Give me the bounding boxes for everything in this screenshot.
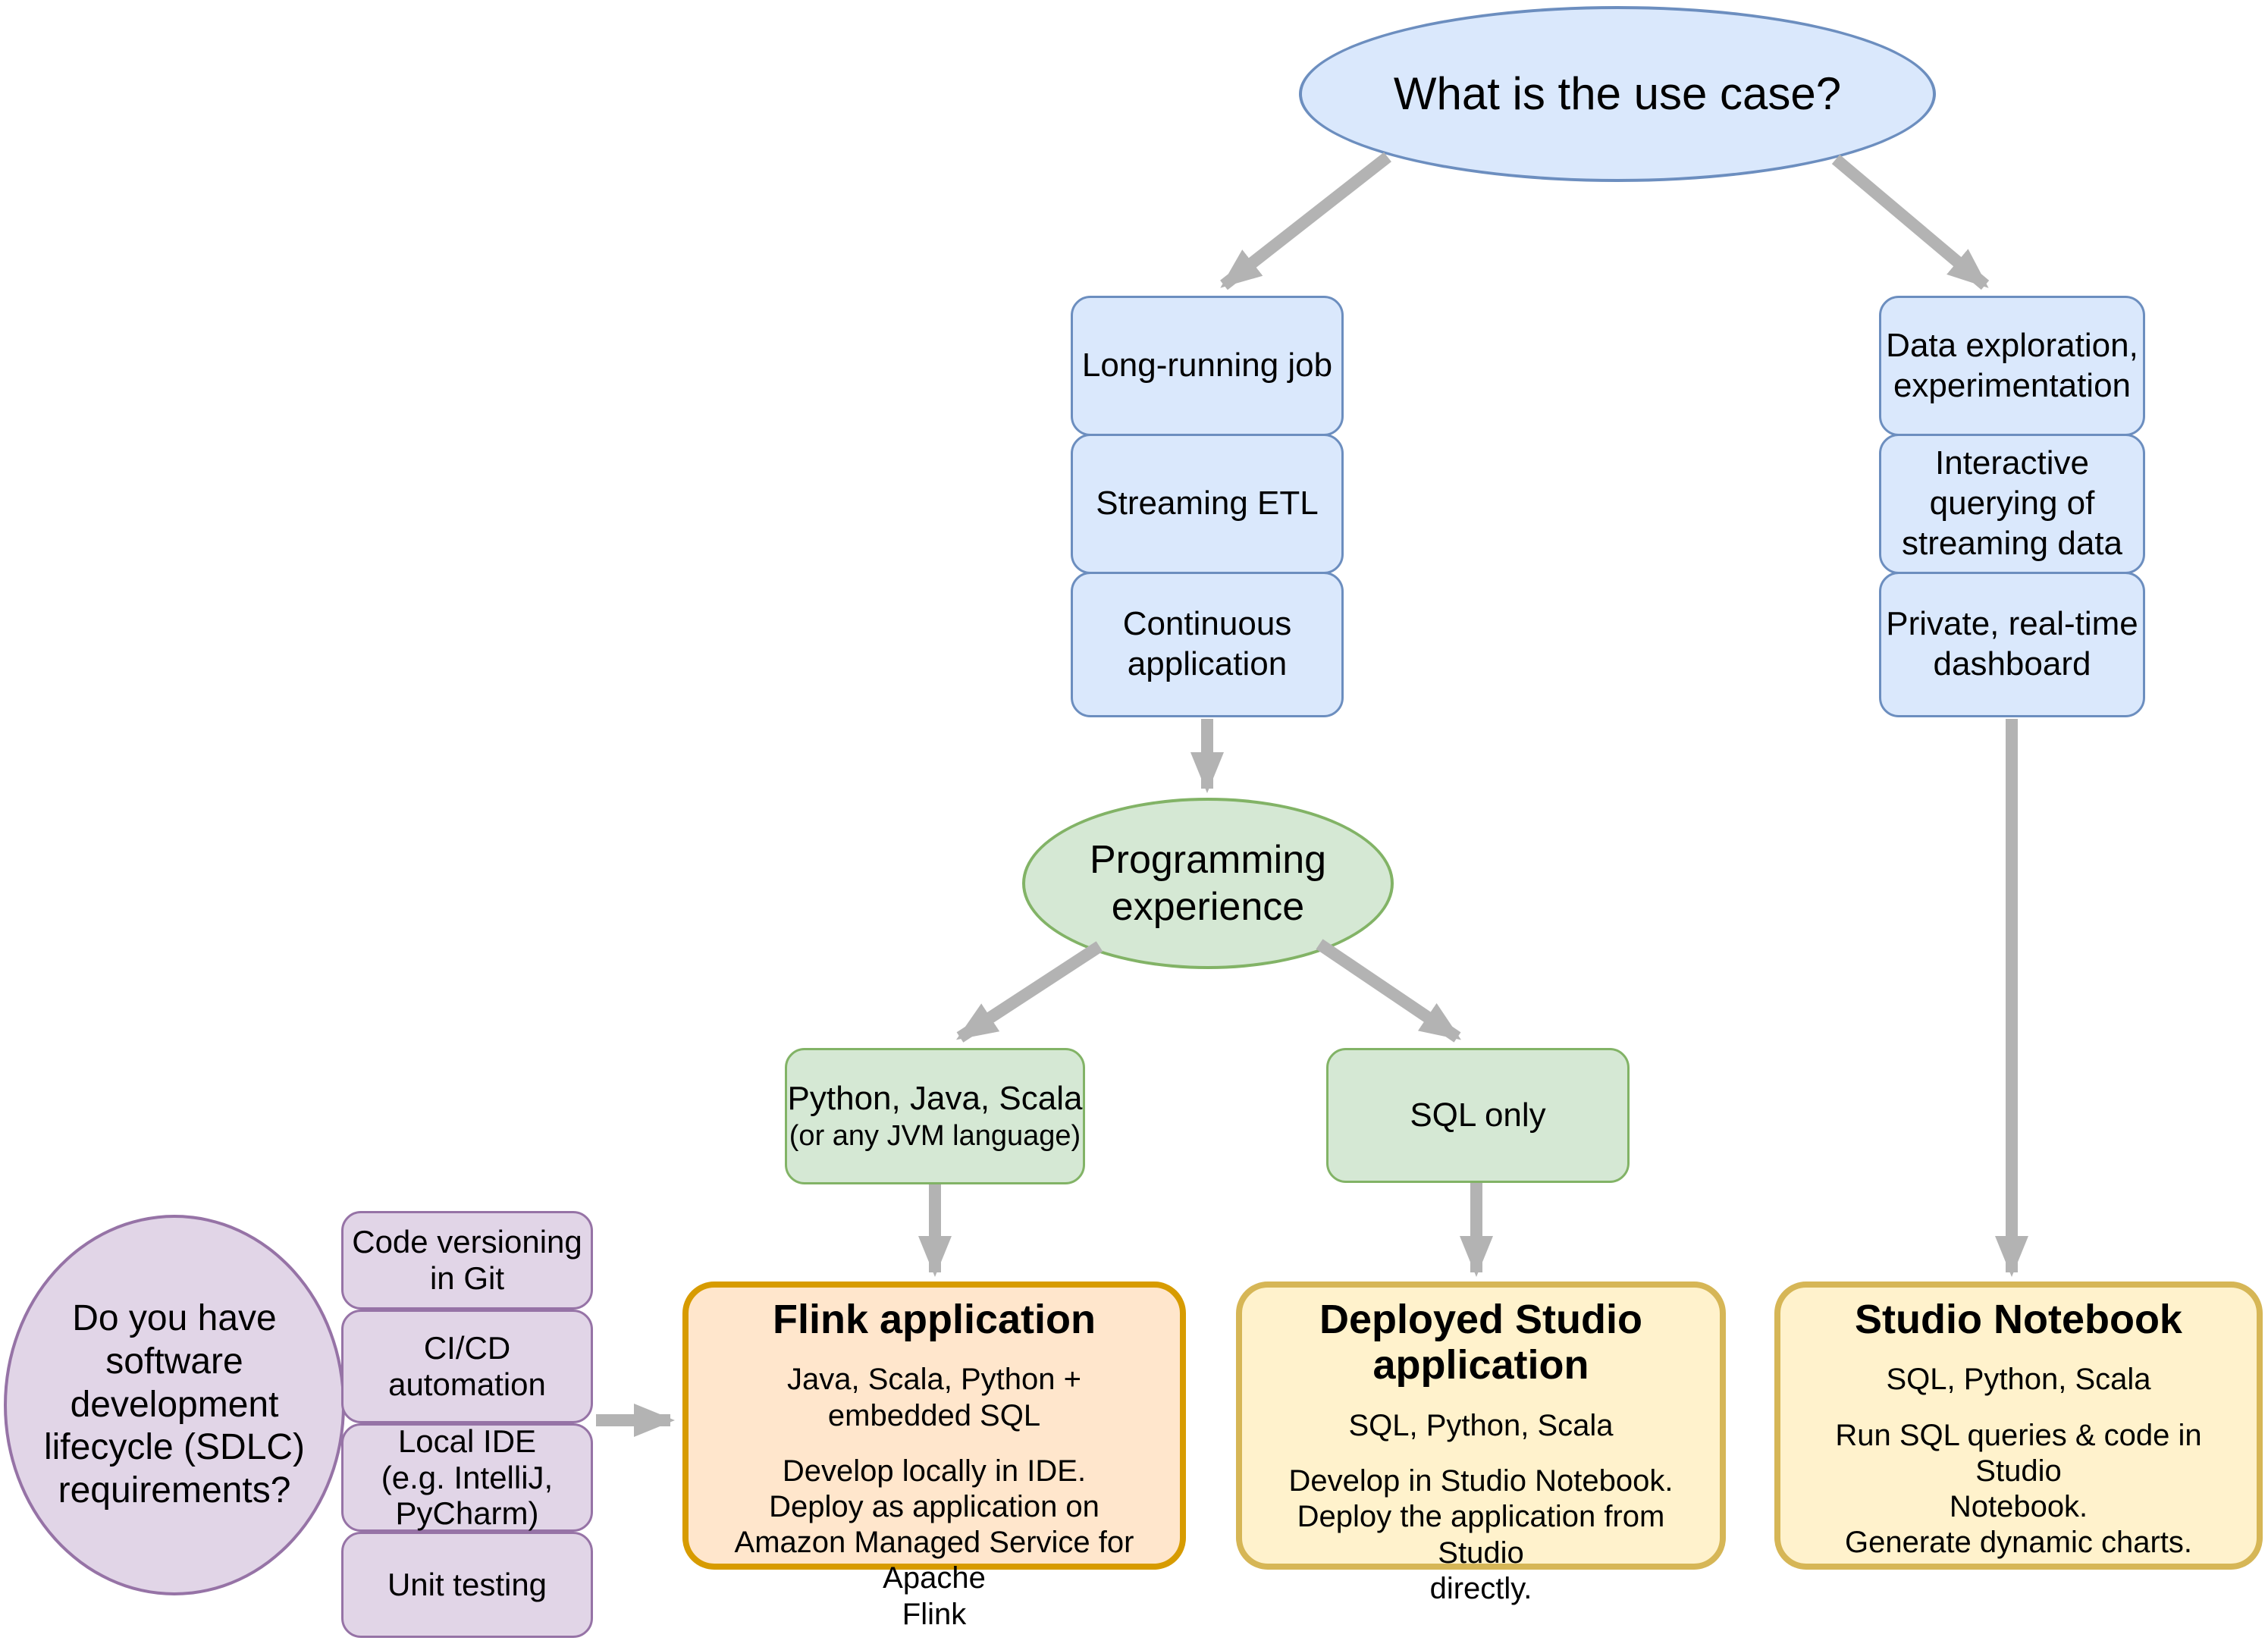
node-deployed-studio-application: Deployed Studio application SQL, Python,… (1236, 1282, 1726, 1605)
node-flink-application-description: Develop locally in IDE. Deploy as applic… (734, 1454, 1134, 1631)
node-realtime-dashboard-label: Private, real-time dashboard (1886, 605, 2138, 682)
node-streaming-etl: Streaming ETL (1071, 434, 1344, 574)
node-studio-notebook-description: Run SQL queries & code in Studio Noteboo… (1835, 1418, 2202, 1560)
node-studio-notebook-languages: SQL, Python, Scala (1886, 1363, 2151, 1397)
node-sdlc-question-label: Do you have software development lifecyc… (43, 1298, 306, 1511)
node-use-case: What is the use case? (1299, 6, 1936, 182)
node-studio-notebook-title: Studio Notebook (1855, 1297, 2182, 1342)
node-local-ide: Local IDE (e.g. IntelliJ, PyCharm) (341, 1423, 593, 1532)
node-deployed-studio-application-description: Develop in Studio Notebook. Deploy the a… (1288, 1464, 1674, 1605)
node-cicd-automation-label: CI/CD automation (388, 1330, 546, 1402)
node-continuous-application: Continuous application (1071, 572, 1344, 717)
node-unit-testing: Unit testing (341, 1532, 593, 1638)
node-flink-application-languages: Java, Scala, Python + embedded SQL (786, 1363, 1081, 1432)
node-cicd-automation: CI/CD automation (341, 1310, 593, 1423)
node-deployed-studio-application-languages: SQL, Python, Scala (1348, 1408, 1614, 1442)
node-flink-application-title: Flink application (772, 1297, 1096, 1342)
node-sql-only-label: SQL only (1410, 1096, 1546, 1134)
node-continuous-application-label: Continuous application (1122, 605, 1292, 682)
node-interactive-querying: Interactive querying of streaming data (1879, 434, 2145, 574)
node-studio-notebook: Studio Notebook SQL, Python, Scala Run S… (1774, 1282, 2263, 1570)
node-python-java-scala: Python, Java, Scala (or any JVM language… (785, 1048, 1085, 1184)
node-data-exploration-label: Data exploration, experimentation (1886, 326, 2138, 404)
node-programming-experience-label: Programming experience (1089, 837, 1327, 929)
node-streaming-etl-label: Streaming ETL (1096, 485, 1319, 522)
node-long-running-job-label: Long-running job (1081, 347, 1333, 384)
node-programming-experience: Programming experience (1022, 798, 1394, 969)
node-realtime-dashboard: Private, real-time dashboard (1879, 572, 2145, 717)
arrow-programming-experience-to-python-java-scala (955, 941, 1103, 1043)
node-long-running-job: Long-running job (1071, 296, 1344, 436)
node-code-versioning: Code versioning in Git (341, 1211, 593, 1310)
node-python-java-scala-label: Python, Java, Scala (787, 1079, 1083, 1117)
node-data-exploration: Data exploration, experimentation (1879, 296, 2145, 436)
arrow-programming-experience-to-sql-only (1316, 939, 1461, 1043)
node-code-versioning-label: Code versioning in Git (352, 1224, 582, 1296)
node-deployed-studio-application-title: Deployed Studio application (1319, 1297, 1642, 1388)
node-unit-testing-label: Unit testing (387, 1567, 547, 1603)
node-sdlc-question: Do you have software development lifecyc… (4, 1215, 345, 1595)
arrow-use-case-to-data-exploration (1831, 154, 1990, 290)
node-interactive-querying-label: Interactive querying of streaming data (1901, 444, 2123, 562)
node-use-case-label: What is the use case? (1393, 68, 1842, 119)
node-local-ide-label: Local IDE (e.g. IntelliJ, PyCharm) (381, 1423, 554, 1532)
node-flink-application: Flink application Java, Scala, Python + … (682, 1282, 1186, 1631)
node-python-java-scala-sublabel: (or any JVM language) (789, 1119, 1081, 1152)
arrow-use-case-to-long-running-job (1220, 152, 1391, 290)
node-sql-only: SQL only (1326, 1048, 1630, 1183)
